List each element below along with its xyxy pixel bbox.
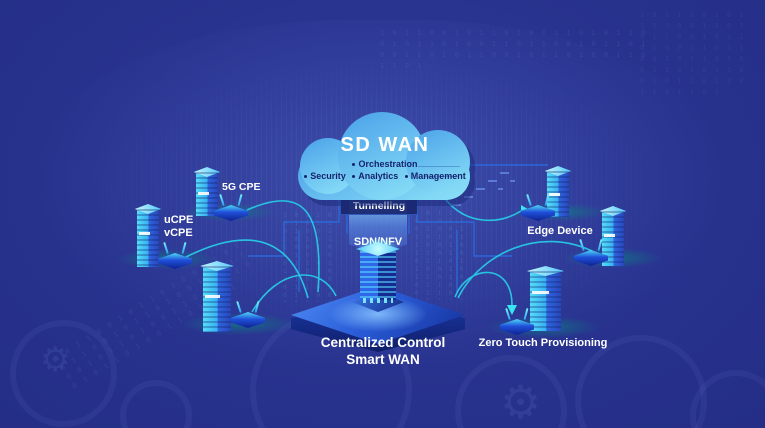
building-icon-5g-cpe (193, 167, 221, 216)
arc-branch-to-core (251, 274, 337, 313)
watermark-ring (690, 370, 765, 428)
centralized-control-line2: Smart WAN (346, 352, 420, 367)
feature-management: Management (405, 171, 466, 181)
feature-orchestration: Orchestration (352, 159, 417, 169)
building-icon-ztp (526, 266, 565, 331)
vcpe-line: vCPE (164, 226, 193, 239)
feature-security: Security (304, 171, 346, 181)
gear-icon: ⚙ (500, 376, 542, 428)
watermark-ring (120, 380, 192, 428)
router-icon-branch (231, 300, 265, 328)
circuit-trace-left (248, 198, 340, 257)
ucpe-vcpe-label: uCPE vCPE (164, 214, 193, 239)
centralized-control-line1: Centralized Control (320, 335, 446, 350)
building-icon-branch (200, 261, 234, 332)
building-icon-edge2 (599, 206, 627, 266)
arc-5gcpe-to-core (246, 200, 320, 293)
watermark-ring (10, 320, 117, 427)
building-icon-edge (544, 166, 572, 217)
router-icon-edge (521, 193, 555, 221)
circuit-trace-right (416, 198, 512, 257)
router-icon-ztp (500, 307, 534, 335)
cloud-title: SD WAN (340, 134, 430, 156)
5g-cpe-label: 5G CPE (222, 181, 261, 193)
zero-touch-label: Zero Touch Provisioning (478, 337, 608, 349)
cloud-feature-list: Security Analytics Management (296, 171, 474, 181)
binary-texture: 1 0 1 1 0 0 1 0 1 1 0 1 0 0 1 1 0 1 0 1 … (640, 11, 746, 96)
cloud-feature-list: Orchestration (296, 159, 474, 169)
cloud-shape (296, 112, 474, 204)
feature-analytics: Analytics (352, 171, 398, 181)
arc-ucpe-to-core (185, 239, 309, 299)
edge-device-label: Edge Device (527, 225, 593, 237)
ucpe-line: uCPE (164, 214, 194, 226)
central-controller-building (352, 238, 404, 314)
arc-cloud-to-edge (445, 199, 522, 222)
binary-texture: 1 0 1 1 0 0 1 0 1 1 0 1 0 0 1 1 0 1 0 1 … (380, 29, 648, 70)
router-icon-edge2 (574, 238, 608, 266)
router-icon-ucpe (158, 241, 192, 269)
arc-core-to-ztp (454, 271, 513, 306)
arc-edge2-to-core (457, 240, 597, 299)
centralized-control-label: Centralized Control Smart WAN (283, 334, 483, 368)
tunnelling-label: Tunnelling (352, 199, 406, 212)
gear-icon: ⚙ (40, 341, 71, 379)
arrowheads (507, 205, 531, 315)
data-stream-dashes (452, 172, 515, 206)
sdwan-cloud: SD WAN Orchestration Security Analytics … (296, 112, 474, 204)
router-icon-5g-cpe (214, 193, 248, 221)
building-icon-ucpe (134, 204, 162, 267)
